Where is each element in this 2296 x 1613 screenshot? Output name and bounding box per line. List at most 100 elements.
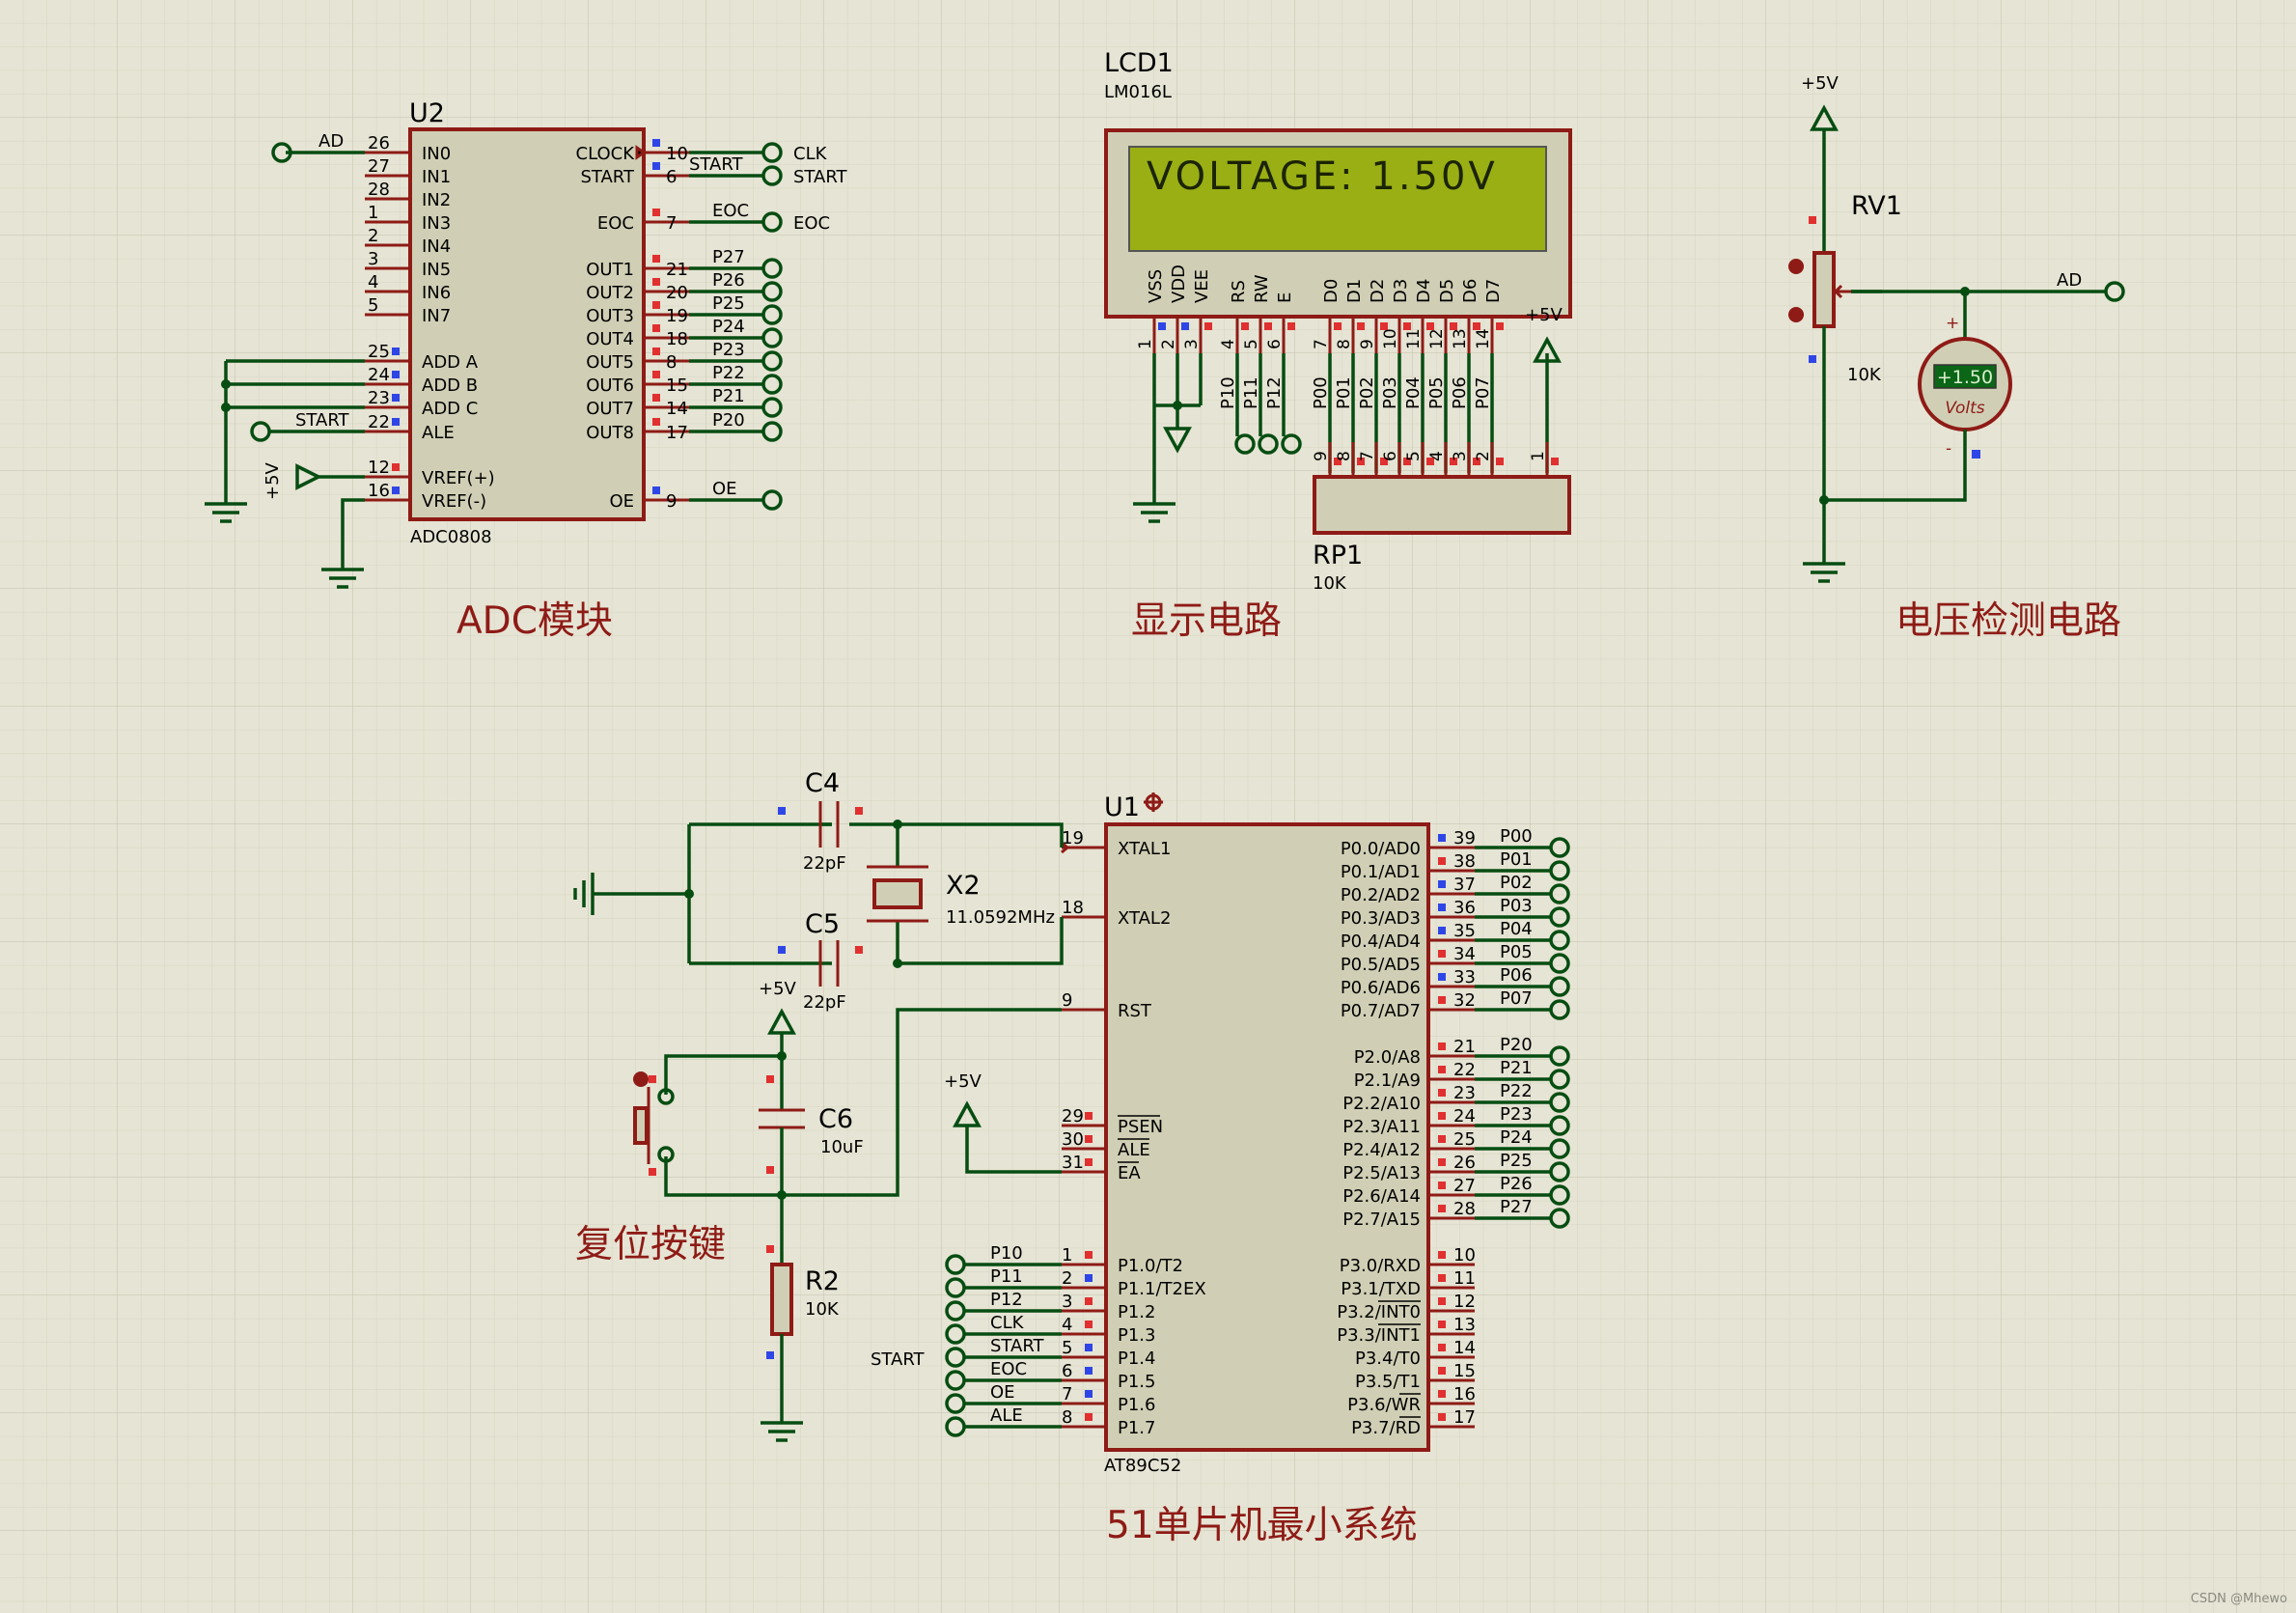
pin-number: 3 [1451, 451, 1470, 461]
net-terminal[interactable] [761, 258, 783, 279]
net-terminal[interactable] [1549, 1161, 1570, 1182]
adc-ref: U2 [409, 98, 445, 128]
net-terminal[interactable] [945, 1300, 966, 1321]
net-label: P21 [1500, 1058, 1533, 1078]
net-terminal[interactable] [945, 1370, 966, 1391]
pin-name: D4 [1414, 279, 1434, 303]
net-terminal[interactable] [761, 327, 783, 348]
pin-number: 17 [666, 423, 688, 443]
ad-terminal[interactable] [271, 142, 292, 163]
power-arrow-icon [295, 463, 322, 490]
net-terminal[interactable] [1549, 930, 1570, 951]
net-terminal[interactable] [761, 211, 783, 233]
net-terminal[interactable] [945, 1393, 966, 1414]
net-terminal[interactable] [1549, 883, 1570, 904]
net-label: START [990, 1336, 1045, 1356]
reset-button[interactable] [633, 1071, 675, 1164]
pin-name: OUT4 [586, 329, 634, 349]
pin-name: XTAL1 [1118, 839, 1171, 859]
net-terminal[interactable] [761, 142, 783, 163]
net-label: ALE [990, 1405, 1023, 1426]
mcu-pin-p1-6: 7P1.6 [1062, 1384, 1155, 1415]
net-label: P24 [712, 317, 745, 337]
potentiometer-icon[interactable] [1812, 251, 1836, 328]
net-terminal[interactable] [1549, 1092, 1570, 1113]
net-terminal[interactable] [1281, 433, 1302, 455]
p1-net: START [945, 1336, 1062, 1368]
net-terminal[interactable] [761, 350, 783, 372]
net-terminal[interactable] [1549, 1069, 1570, 1090]
net-terminal[interactable] [1549, 1184, 1570, 1206]
net-terminal[interactable] [945, 1347, 966, 1368]
net-terminal[interactable] [761, 304, 783, 325]
net-terminal[interactable] [1549, 860, 1570, 881]
net-terminal[interactable] [761, 489, 783, 511]
net-terminal[interactable] [945, 1277, 966, 1298]
net-terminal[interactable] [1549, 1045, 1570, 1067]
resistor-r2-icon[interactable] [770, 1263, 793, 1336]
net-terminal[interactable] [1549, 906, 1570, 928]
net-terminal[interactable] [1234, 433, 1256, 455]
net-terminal[interactable] [945, 1254, 966, 1275]
mcu-pin-p1-5: 6P1.5 [1062, 1361, 1155, 1392]
net-terminal[interactable] [1549, 1115, 1570, 1136]
net-terminal[interactable] [1549, 976, 1570, 997]
net-terminal[interactable] [945, 1416, 966, 1437]
net-label: P22 [1500, 1081, 1533, 1101]
p1-net: P11 [945, 1266, 1062, 1298]
net-terminal[interactable] [1549, 1208, 1570, 1229]
pin-number: 9 [1358, 339, 1377, 349]
net-terminal[interactable] [1549, 999, 1570, 1020]
ad-terminal[interactable] [2104, 281, 2125, 302]
rp1-body[interactable] [1313, 475, 1571, 535]
lcd-ctrl-net: P12 [1264, 353, 1302, 455]
pin-number: 16 [368, 481, 390, 501]
net-terminal[interactable] [1549, 1138, 1570, 1159]
net-terminal[interactable] [761, 397, 783, 418]
net-terminal[interactable] [761, 281, 783, 302]
pot-down-icon[interactable] [1788, 307, 1804, 322]
net-label: P04 [1500, 919, 1533, 939]
pin-number: 8 [666, 352, 677, 373]
capacitor-c5-icon[interactable] [818, 940, 840, 987]
voltmeter-unit: Volts [1945, 399, 1984, 418]
capacitor-c4-icon[interactable] [818, 801, 898, 848]
net-terminal[interactable] [761, 421, 783, 442]
pin-number: 26 [1453, 1153, 1476, 1173]
lcd-display-circuit: LCD1 LM016L VOLTAGE: 1.50V 显示电路 VSS1VDD2… [1104, 48, 1572, 643]
net-terminal[interactable] [1549, 953, 1570, 974]
pin-number: 5 [1062, 1338, 1072, 1358]
pot-up-icon[interactable] [1788, 259, 1804, 274]
crystal-x2-icon[interactable] [867, 865, 928, 923]
at89c52-body[interactable] [1104, 822, 1430, 1452]
net-terminal[interactable] [761, 165, 783, 186]
net-label: EOC [712, 201, 749, 221]
pin-number: 6 [1062, 1361, 1072, 1381]
net-terminal[interactable] [761, 374, 783, 395]
pin-name: PSEN [1118, 1117, 1163, 1137]
pin-name: P0.0/AD0 [1341, 839, 1421, 859]
lcd-pin-d4: D4 11 [1404, 279, 1434, 353]
adc0808-body[interactable] [408, 127, 646, 521]
reset-vcc-label: +5V [759, 979, 797, 999]
pin-number: 25 [1453, 1129, 1476, 1150]
pin-number: 11 [1404, 328, 1424, 349]
net-terminal[interactable] [945, 1323, 966, 1345]
net-terminal[interactable] [1549, 837, 1570, 858]
start-terminal[interactable] [250, 421, 271, 442]
net-terminal[interactable] [1258, 433, 1279, 455]
rp1-value: 10K [1313, 573, 1347, 594]
